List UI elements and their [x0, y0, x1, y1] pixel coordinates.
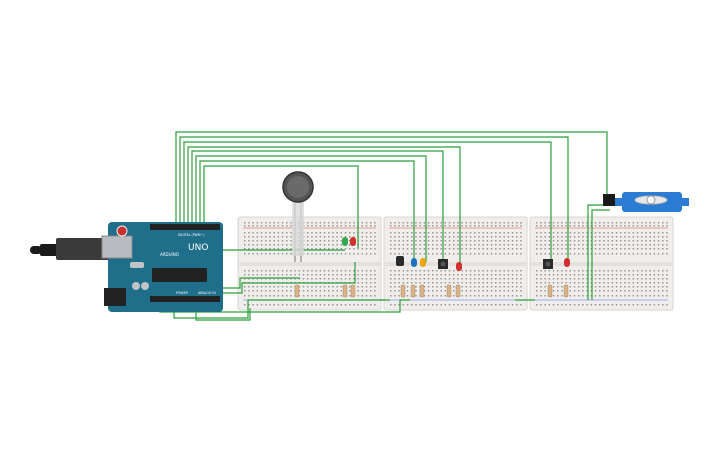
resistor[interactable] [419, 284, 425, 298]
led-red-2[interactable] [456, 262, 462, 271]
resistor[interactable] [410, 284, 416, 298]
led-yellow[interactable] [420, 258, 426, 267]
resistor[interactable] [350, 284, 356, 298]
resistors [294, 284, 569, 298]
usb-port [101, 235, 133, 259]
led-red[interactable] [350, 237, 356, 246]
usb-cable-end [30, 246, 42, 254]
resistor[interactable] [446, 284, 452, 298]
resistor[interactable] [455, 284, 461, 298]
usb-cable [56, 238, 114, 260]
resistor[interactable] [400, 284, 406, 298]
arduino-brand: UNO [188, 243, 208, 253]
led-red-3[interactable] [564, 258, 570, 267]
servo-motor[interactable] [603, 192, 689, 212]
breadboard-holes [536, 222, 668, 306]
breadboard-1[interactable] [237, 216, 382, 311]
crystal [130, 262, 144, 268]
pushbutton-1[interactable] [438, 259, 448, 269]
buzzer[interactable] [396, 256, 404, 266]
arduino-logo-text: ARDUINO [160, 252, 179, 257]
led-blue[interactable] [411, 258, 417, 267]
reset-button[interactable] [116, 225, 128, 237]
capacitor [141, 282, 149, 290]
digital-header [150, 224, 220, 230]
analog-label: ANALOG IN [198, 291, 216, 295]
power-jack [104, 288, 126, 306]
power-label: POWER [176, 291, 189, 295]
digital-label: DIGITAL (PWM~) [178, 233, 204, 237]
breadboard-2[interactable] [383, 216, 528, 311]
led-green[interactable] [342, 237, 348, 246]
resistor[interactable] [563, 284, 569, 298]
power-analog-header [150, 296, 220, 302]
arduino-board[interactable]: UNO ARDUINO DIGITAL (PWM~) POWER ANALOG … [30, 222, 223, 312]
atmega-chip [152, 268, 207, 282]
capacitor [132, 282, 140, 290]
pushbutton-2[interactable] [543, 259, 553, 269]
resistor[interactable] [547, 284, 553, 298]
usb-cable-plug [40, 244, 60, 256]
resistor[interactable] [294, 284, 300, 298]
force-sensor[interactable] [282, 171, 314, 262]
resistor[interactable] [342, 284, 348, 298]
